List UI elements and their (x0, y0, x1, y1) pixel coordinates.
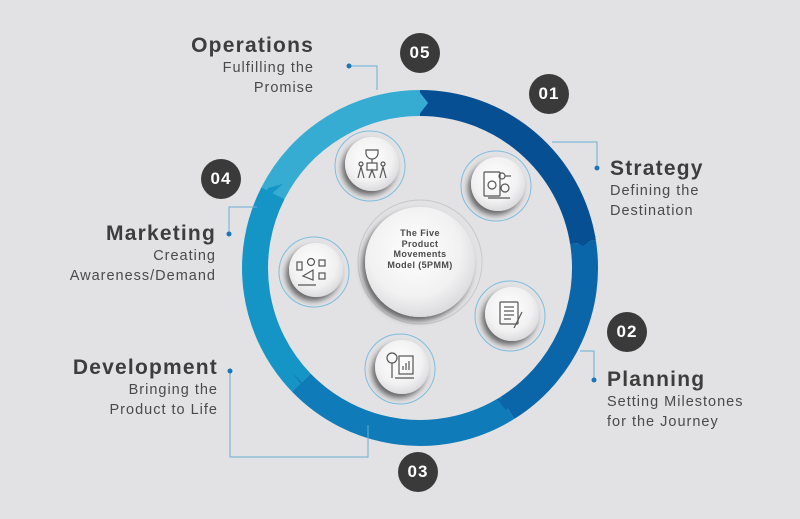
center-line-1: The Five (400, 228, 440, 238)
planning-notebook-pen-icon (499, 301, 523, 329)
arrow-tip-05 (418, 90, 428, 116)
connector-05 (349, 65, 378, 90)
ring-segment-02 (500, 240, 598, 419)
connector-04 (228, 206, 257, 234)
connector-03 (229, 373, 369, 458)
step-subtitle-line: Fulfilling the (222, 60, 314, 76)
icon-disc-strategy[interactable] (460, 150, 532, 222)
step-subtitle-line: Promise (253, 80, 314, 96)
step-title: Marketing (106, 222, 216, 245)
step-badge-02: 02 (607, 312, 647, 352)
step-subtitle-line: Creating (153, 248, 216, 264)
step-label-strategy: Strategy Defining the Destination (610, 157, 790, 221)
step-title: Development (72, 356, 218, 379)
center-line-4: Model (5PMM) (387, 259, 453, 270)
center-line-2: Product (401, 238, 439, 249)
step-subtitle-line: for the Journey (607, 414, 719, 430)
step-title: Operations (191, 34, 314, 57)
step-label-planning: Planning Setting Milestones for the Jour… (607, 368, 797, 432)
development-magnifier-chart-icon (386, 352, 414, 379)
ring-segment-04 (242, 187, 311, 392)
icon-disc-operations[interactable] (334, 130, 406, 202)
arrow-tip-03 (292, 372, 311, 392)
cycle-ring (242, 90, 598, 446)
icon-disc-development[interactable] (364, 333, 436, 405)
arrow-tip-01 (570, 236, 596, 246)
step-title: Planning (607, 368, 706, 391)
connector-01 (552, 141, 598, 165)
step-subtitle-line: Bringing the (128, 382, 218, 398)
center-line-3: Movements (393, 249, 447, 259)
center-disc (357, 199, 483, 325)
step-badge-05: 05 (400, 33, 440, 73)
ring-segment-03 (291, 373, 515, 446)
connector-02 (580, 350, 595, 378)
step-label-operations: Operations Fulfilling the Promise (114, 34, 314, 98)
step-subtitle-line: Setting Milestones (607, 394, 744, 410)
step-subtitle-line: Destination (610, 203, 694, 219)
step-badge-03: 03 (398, 452, 438, 492)
marketing-megaphone-social-icon (296, 257, 326, 286)
icon-disc-marketing[interactable] (278, 236, 350, 308)
step-subtitle-line: Product to Life (109, 402, 218, 418)
step-label-development: Development Bringing the Product to Life (0, 356, 218, 420)
step-label-marketing: Marketing Creating Awareness/Demand (0, 222, 216, 286)
ring-segment-01 (419, 90, 596, 245)
arrow-tip-02 (497, 398, 516, 410)
center-title: The Five Product Movements Model (5PMM) (360, 228, 480, 270)
step-badge-01: 01 (529, 74, 569, 114)
icon-disc-planning[interactable] (474, 280, 546, 352)
connector-dots (226, 63, 600, 383)
connectors (228, 65, 598, 458)
ring-segment-05 (261, 90, 421, 200)
step-badge-04: 04 (201, 159, 241, 199)
step-subtitle-line: Defining the (610, 183, 700, 199)
operations-team-trophy-icon (357, 149, 387, 179)
strategy-clipboard-target-icon (483, 171, 511, 199)
step-title: Strategy (610, 157, 704, 180)
arrow-tip-04 (262, 184, 283, 202)
step-subtitle-line: Awareness/Demand (69, 268, 216, 284)
